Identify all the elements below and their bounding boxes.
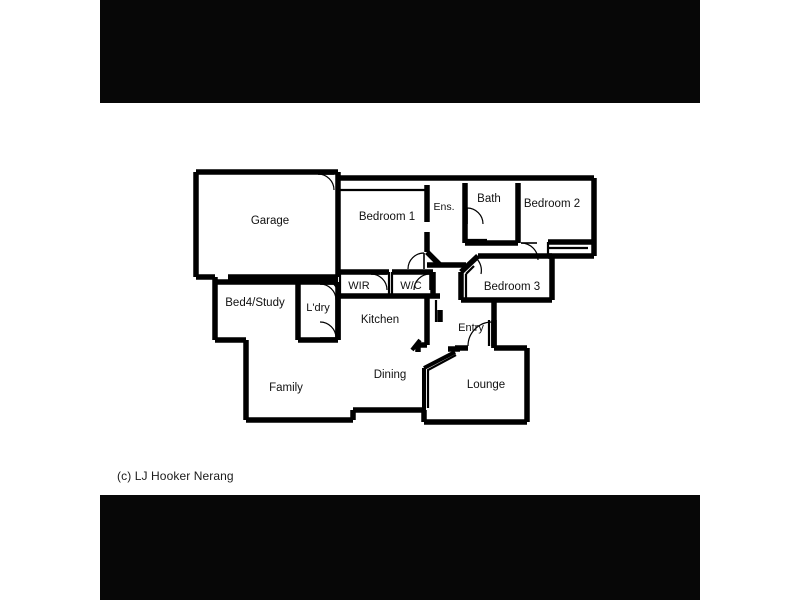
door-wir-swing xyxy=(370,273,388,291)
door-bath-swing xyxy=(466,207,484,225)
door-wc-swing xyxy=(413,273,431,291)
door-entry-swing xyxy=(467,321,493,347)
door-bedroom3-leaf xyxy=(463,257,477,270)
room-label-bed4-study: Bed4/Study xyxy=(225,297,285,309)
wall-dining-lounge-inner xyxy=(426,354,457,408)
room-label-bedroom-2: Bedroom 2 xyxy=(524,198,580,210)
room-label-family: Family xyxy=(269,382,303,394)
room-label-ensuite: Ens. xyxy=(433,201,454,213)
door-garage-swing xyxy=(317,173,335,191)
room-labels: Garage Bedroom 1 Ens. Bath Bedroom 2 Bed… xyxy=(225,193,580,394)
doors xyxy=(317,173,539,347)
letterbox-bar-top xyxy=(100,0,700,103)
door-bedroom2-swing xyxy=(520,242,539,261)
door-laundry-top-swing xyxy=(319,283,337,301)
room-label-kitchen: Kitchen xyxy=(361,314,399,326)
copyright-credit: (c) LJ Hooker Nerang xyxy=(117,469,234,483)
room-label-wc: W/C xyxy=(400,280,421,292)
exterior-walls xyxy=(193,169,597,425)
wall-bedroom3-robe-angle xyxy=(465,265,475,275)
room-label-bedroom-3: Bedroom 3 xyxy=(484,281,540,293)
interior-walls xyxy=(215,183,555,352)
wall-dining-lounge-angled xyxy=(423,350,456,370)
room-label-lounge: Lounge xyxy=(467,379,505,391)
room-label-wir: WIR xyxy=(348,280,369,292)
room-label-bedroom-1: Bedroom 1 xyxy=(359,211,415,223)
room-label-dining: Dining xyxy=(374,369,407,381)
room-label-garage: Garage xyxy=(251,215,289,227)
wall-kitchen-angle-pier xyxy=(410,338,422,352)
room-label-bath: Bath xyxy=(477,193,501,205)
door-bedroom1-swing xyxy=(407,252,425,270)
door-laundry-bottom-swing xyxy=(319,321,337,339)
door-bedroom3-swing xyxy=(475,257,482,275)
room-label-entry: Entry xyxy=(458,322,484,334)
room-label-laundry: L'dry xyxy=(306,302,330,314)
letterbox-bar-bottom xyxy=(100,495,700,600)
